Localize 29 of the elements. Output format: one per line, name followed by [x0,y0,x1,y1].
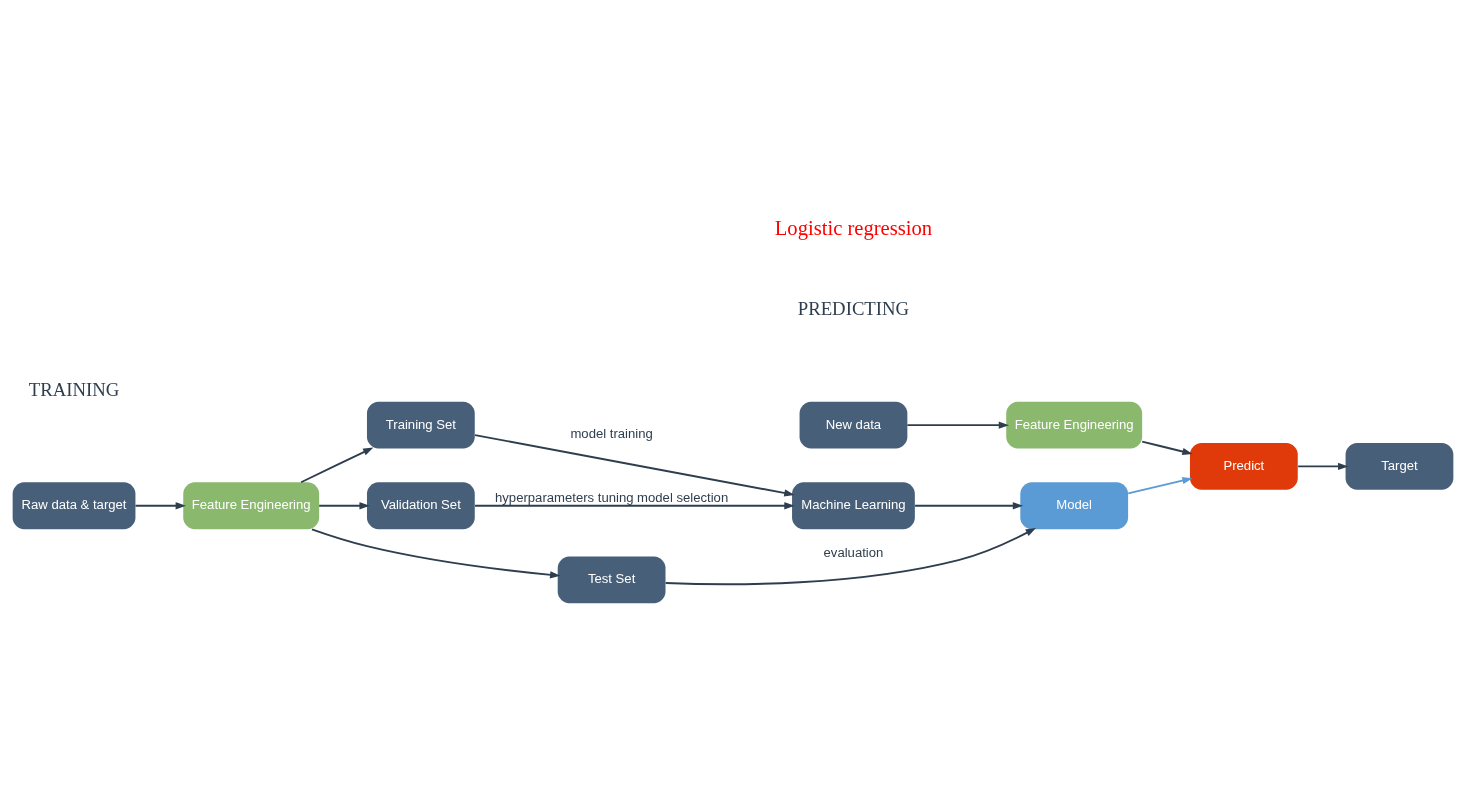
label: Logistic regression [774,216,933,239]
edge-label: model training [570,425,653,441]
arrow [1127,476,1193,494]
arrow [1141,440,1193,455]
arrow [134,501,186,509]
arrow [318,501,370,509]
label: PREDICTING [797,297,910,319]
node-box: Test Set [557,555,666,603]
node-box: Training Set [366,401,475,449]
node-box: Model [1020,481,1129,529]
arrow [474,433,795,497]
node-box: Machine Learning [792,481,915,529]
edge-label: hyperparameters tuning model selection [495,489,729,505]
arrow [914,501,1024,509]
node-box: New data [799,401,908,449]
arrow [664,527,1036,585]
node-box: Validation Set [366,481,475,529]
arrow [1297,462,1349,470]
label: TRAINING [28,378,120,400]
edge-label: evaluation [823,544,884,560]
arrow [311,527,561,578]
node-box: Predict [1189,442,1298,490]
arrow [474,501,795,509]
node-box: Feature Engineering [183,481,320,529]
arrow [906,421,1010,429]
arrow [300,447,374,483]
node-box: Target [1345,442,1454,490]
node-box: Raw data & target [12,481,136,529]
node-box: Feature Engineering [1006,401,1143,449]
